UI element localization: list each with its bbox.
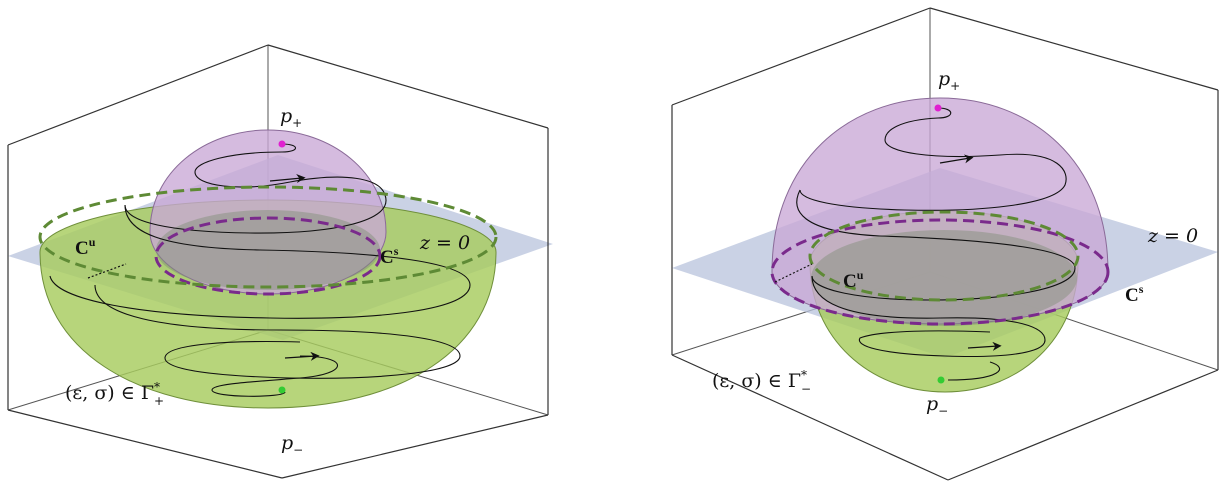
arrow-lower-left <box>284 351 320 361</box>
label-c-u-left: Cu <box>75 235 96 259</box>
label-condition-left: (ε, σ) ∈ Γ*+ <box>65 380 164 408</box>
label-plane-left: z = 0 <box>419 232 470 254</box>
connector-dotted-right <box>774 263 813 283</box>
arrow-upper-left <box>269 173 306 184</box>
point-p-minus-right <box>937 376 945 384</box>
label-p-plus-right: p+ <box>938 68 960 93</box>
unstable-curve-left <box>38 185 498 289</box>
arrow-upper-right <box>939 154 974 164</box>
trajectory-left <box>49 143 471 397</box>
label-c-s-left: Cs <box>380 244 399 268</box>
label-condition-right: (ε, σ) ∈ Γ*− <box>712 368 811 396</box>
trajectory-right <box>796 107 1076 381</box>
panel-right: p+ p− Cu Cs z = 0 (ε, σ) ∈ Γ*− <box>671 7 1219 481</box>
connector-dotted-left <box>87 263 127 279</box>
stable-curve-left <box>154 216 382 296</box>
box-front-left <box>7 44 549 479</box>
label-c-s-right: Cs <box>1125 282 1144 306</box>
point-p-minus-left <box>278 386 286 394</box>
panel-left: p+ p− Cu Cs z = 0 (ε, σ) ∈ Γ*+ <box>7 44 553 479</box>
unstable-curve-right <box>808 210 1080 302</box>
stable-curve-right <box>770 218 1110 326</box>
box-front-right <box>671 7 1219 481</box>
label-p-minus-left: p− <box>281 432 303 457</box>
label-p-plus-left: p+ <box>280 105 302 130</box>
label-p-minus-right: p− <box>926 393 948 418</box>
label-plane-right: z = 0 <box>1147 225 1198 247</box>
lower-bowl-left <box>39 199 497 409</box>
label-c-u-right: Cu <box>843 268 864 292</box>
arrow-lower-right <box>967 341 1002 351</box>
point-p-plus-left <box>278 140 286 148</box>
overlap-region-right <box>811 230 1077 326</box>
point-p-plus-right <box>934 104 942 112</box>
